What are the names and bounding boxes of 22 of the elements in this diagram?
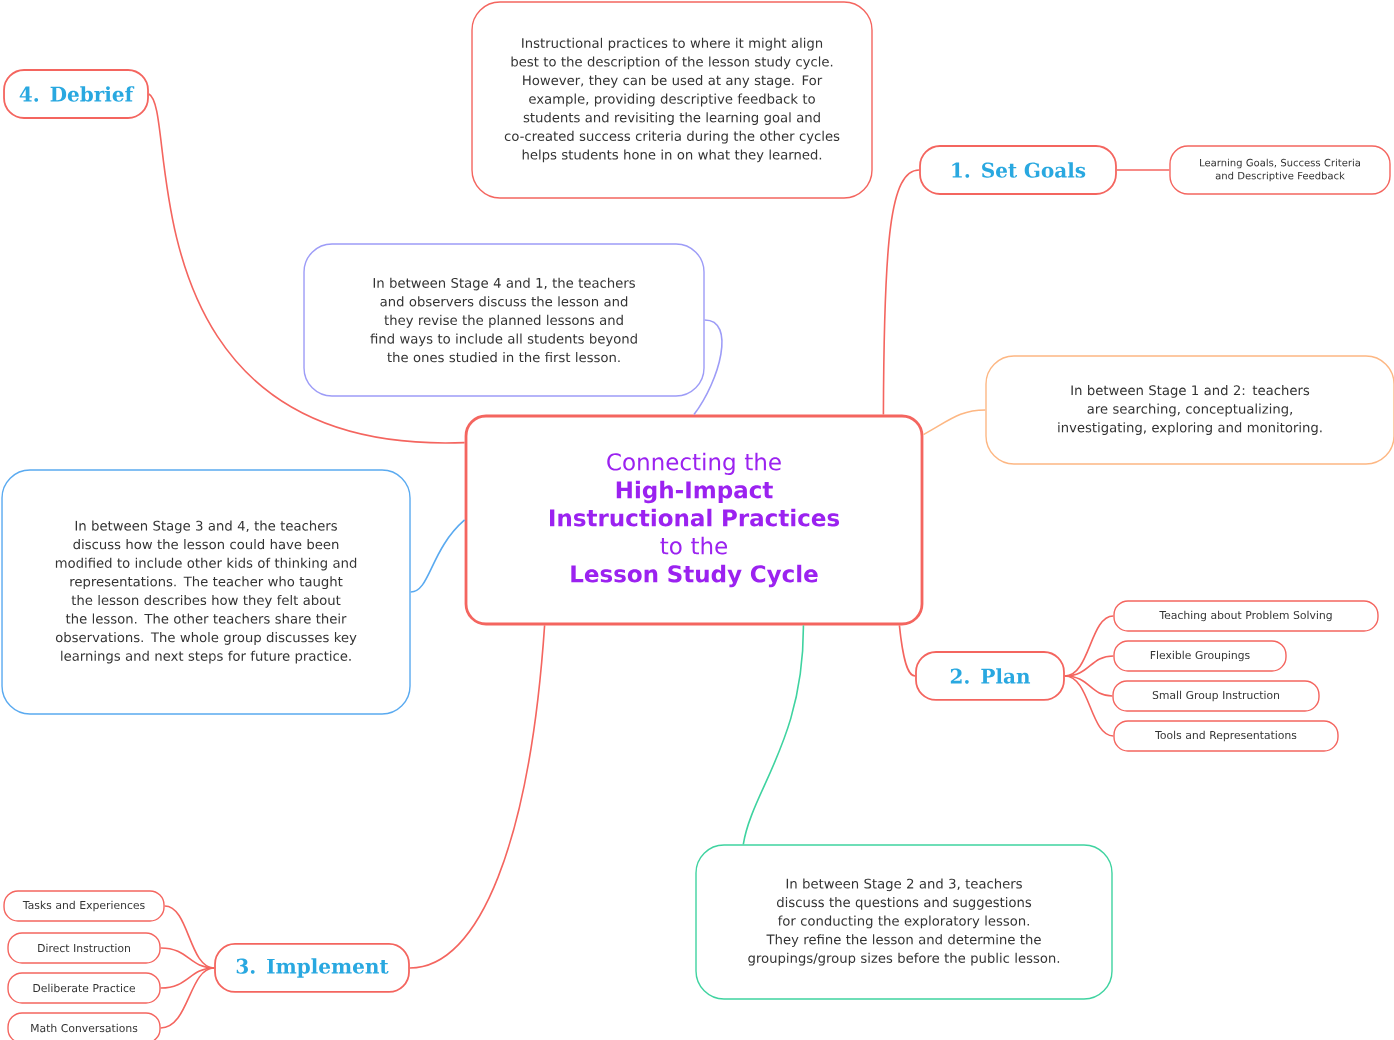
branch-line [1064,655,1115,677]
branch-line [159,947,215,969]
stage-box: 2. Plan [915,651,1065,701]
stage-box: 3. Implement [214,943,410,993]
branch-line [409,519,466,593]
branch-line [148,93,466,444]
branch-line [742,624,805,846]
central-topic-box: Connecting the High-Impact Instructional Practices to the Lesson Study Cycle [464,414,924,626]
branch-line [1064,615,1115,677]
branch-line [163,905,215,969]
branch-line [159,967,215,1029]
stage-box: 4. Debrief [3,69,149,119]
branch-line [159,967,215,989]
branch-line [1064,675,1115,737]
branch-line [922,409,987,436]
branch-line [1064,675,1114,697]
branch-line [882,169,920,416]
branch-line [693,319,723,416]
branch-line [409,624,546,969]
branch-line [1116,169,1171,171]
branch-line [898,624,916,677]
stage-box: 1. Set Goals [919,145,1117,195]
